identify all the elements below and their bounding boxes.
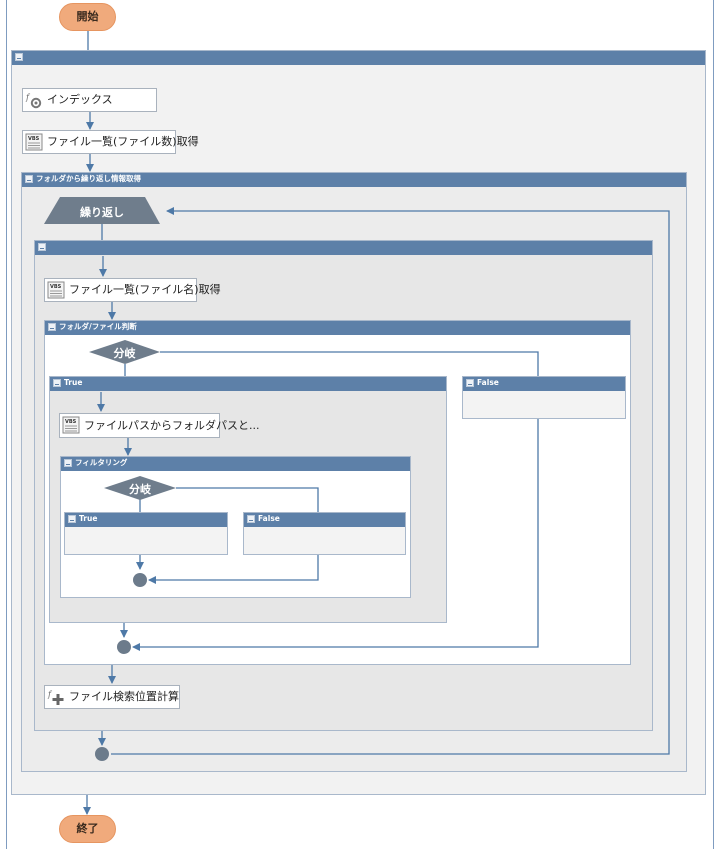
false-label-2: False (258, 514, 280, 523)
join-node (133, 573, 147, 587)
inner-group-header[interactable] (35, 241, 652, 255)
connector (148, 555, 319, 584)
false-container-2[interactable]: False (243, 512, 406, 555)
file-list-name-label: ファイル一覧(ファイル名)取得 (69, 283, 221, 296)
search-pos-action[interactable]: f ファイル検索位置計算 (44, 685, 180, 709)
outer-group-header[interactable] (12, 51, 705, 65)
folder-path-action[interactable]: VBS ファイルパスからフォルダパスと... (59, 413, 260, 438)
branch-label-2: 分岐 (129, 483, 151, 496)
svg-text:VBS: VBS (50, 284, 62, 290)
branch1-group-title: フォルダ/ファイル判断 (59, 322, 137, 331)
toggle-icon[interactable] (48, 323, 56, 331)
branch1-group-header[interactable]: フォルダ/ファイル判断 (45, 321, 630, 335)
svg-text:VBS: VBS (65, 419, 77, 425)
toggle-icon[interactable] (466, 379, 474, 387)
file-list-name-action[interactable]: VBS ファイル一覧(ファイル名)取得 (44, 278, 221, 302)
loop-group-title: フォルダから繰り返し情報取得 (36, 174, 141, 183)
svg-text:f: f (47, 690, 53, 699)
false-header-2[interactable]: False (244, 513, 405, 527)
outer-frame (6, 0, 714, 849)
true-label-1: True (64, 378, 83, 387)
connector (176, 487, 319, 512)
loop-label: 繰り返し (80, 206, 124, 219)
join-node (95, 747, 109, 761)
svg-text:VBS: VBS (28, 136, 40, 142)
toggle-icon[interactable] (64, 459, 72, 467)
toggle-icon[interactable] (38, 243, 46, 251)
loop-group-header[interactable]: フォルダから繰り返し情報取得 (22, 173, 686, 187)
filter-group-title: フィルタリング (75, 458, 128, 467)
false-label-1: False (477, 378, 499, 387)
toggle-icon[interactable] (247, 515, 255, 523)
file-list-count-label: ファイル一覧(ファイル数)取得 (47, 135, 199, 148)
folder-path-label: ファイルパスからフォルダパスと... (84, 419, 260, 432)
file-list-count-action[interactable]: VBS ファイル一覧(ファイル数)取得 (22, 130, 199, 154)
vbs-script-icon: VBS (62, 416, 80, 434)
branch-label-1: 分岐 (113, 347, 136, 360)
index-action[interactable]: f インデックス (22, 88, 157, 112)
filter-group-header[interactable]: フィルタリング (61, 457, 410, 471)
false-header-1[interactable]: False (463, 377, 625, 391)
function-plus-icon: f (47, 690, 64, 705)
function-gear-icon: f (25, 93, 42, 109)
connector (132, 419, 539, 651)
toggle-icon[interactable] (53, 379, 61, 387)
false-container-1[interactable]: False (462, 376, 626, 419)
end-node[interactable]: 終了 (59, 815, 116, 843)
branch-diamond-1 (89, 340, 160, 364)
true-header-2[interactable]: True (65, 513, 227, 527)
connector (160, 351, 539, 376)
start-node[interactable]: 開始 (59, 3, 116, 31)
branch-diamond-2 (104, 476, 176, 500)
true-label-2: True (79, 514, 98, 523)
index-label: インデックス (47, 93, 113, 106)
toggle-icon[interactable] (68, 515, 76, 523)
vbs-script-icon: VBS (25, 133, 43, 151)
true-container-2[interactable]: True (64, 512, 228, 555)
toggle-icon[interactable] (15, 53, 23, 61)
svg-text:f: f (25, 93, 31, 102)
true-header-1[interactable]: True (50, 377, 446, 391)
vbs-script-icon: VBS (47, 281, 65, 299)
loop-shape (44, 197, 160, 224)
search-pos-label: ファイル検索位置計算 (69, 690, 179, 703)
toggle-icon[interactable] (25, 175, 33, 183)
connector (111, 207, 670, 755)
join-node (117, 640, 131, 654)
